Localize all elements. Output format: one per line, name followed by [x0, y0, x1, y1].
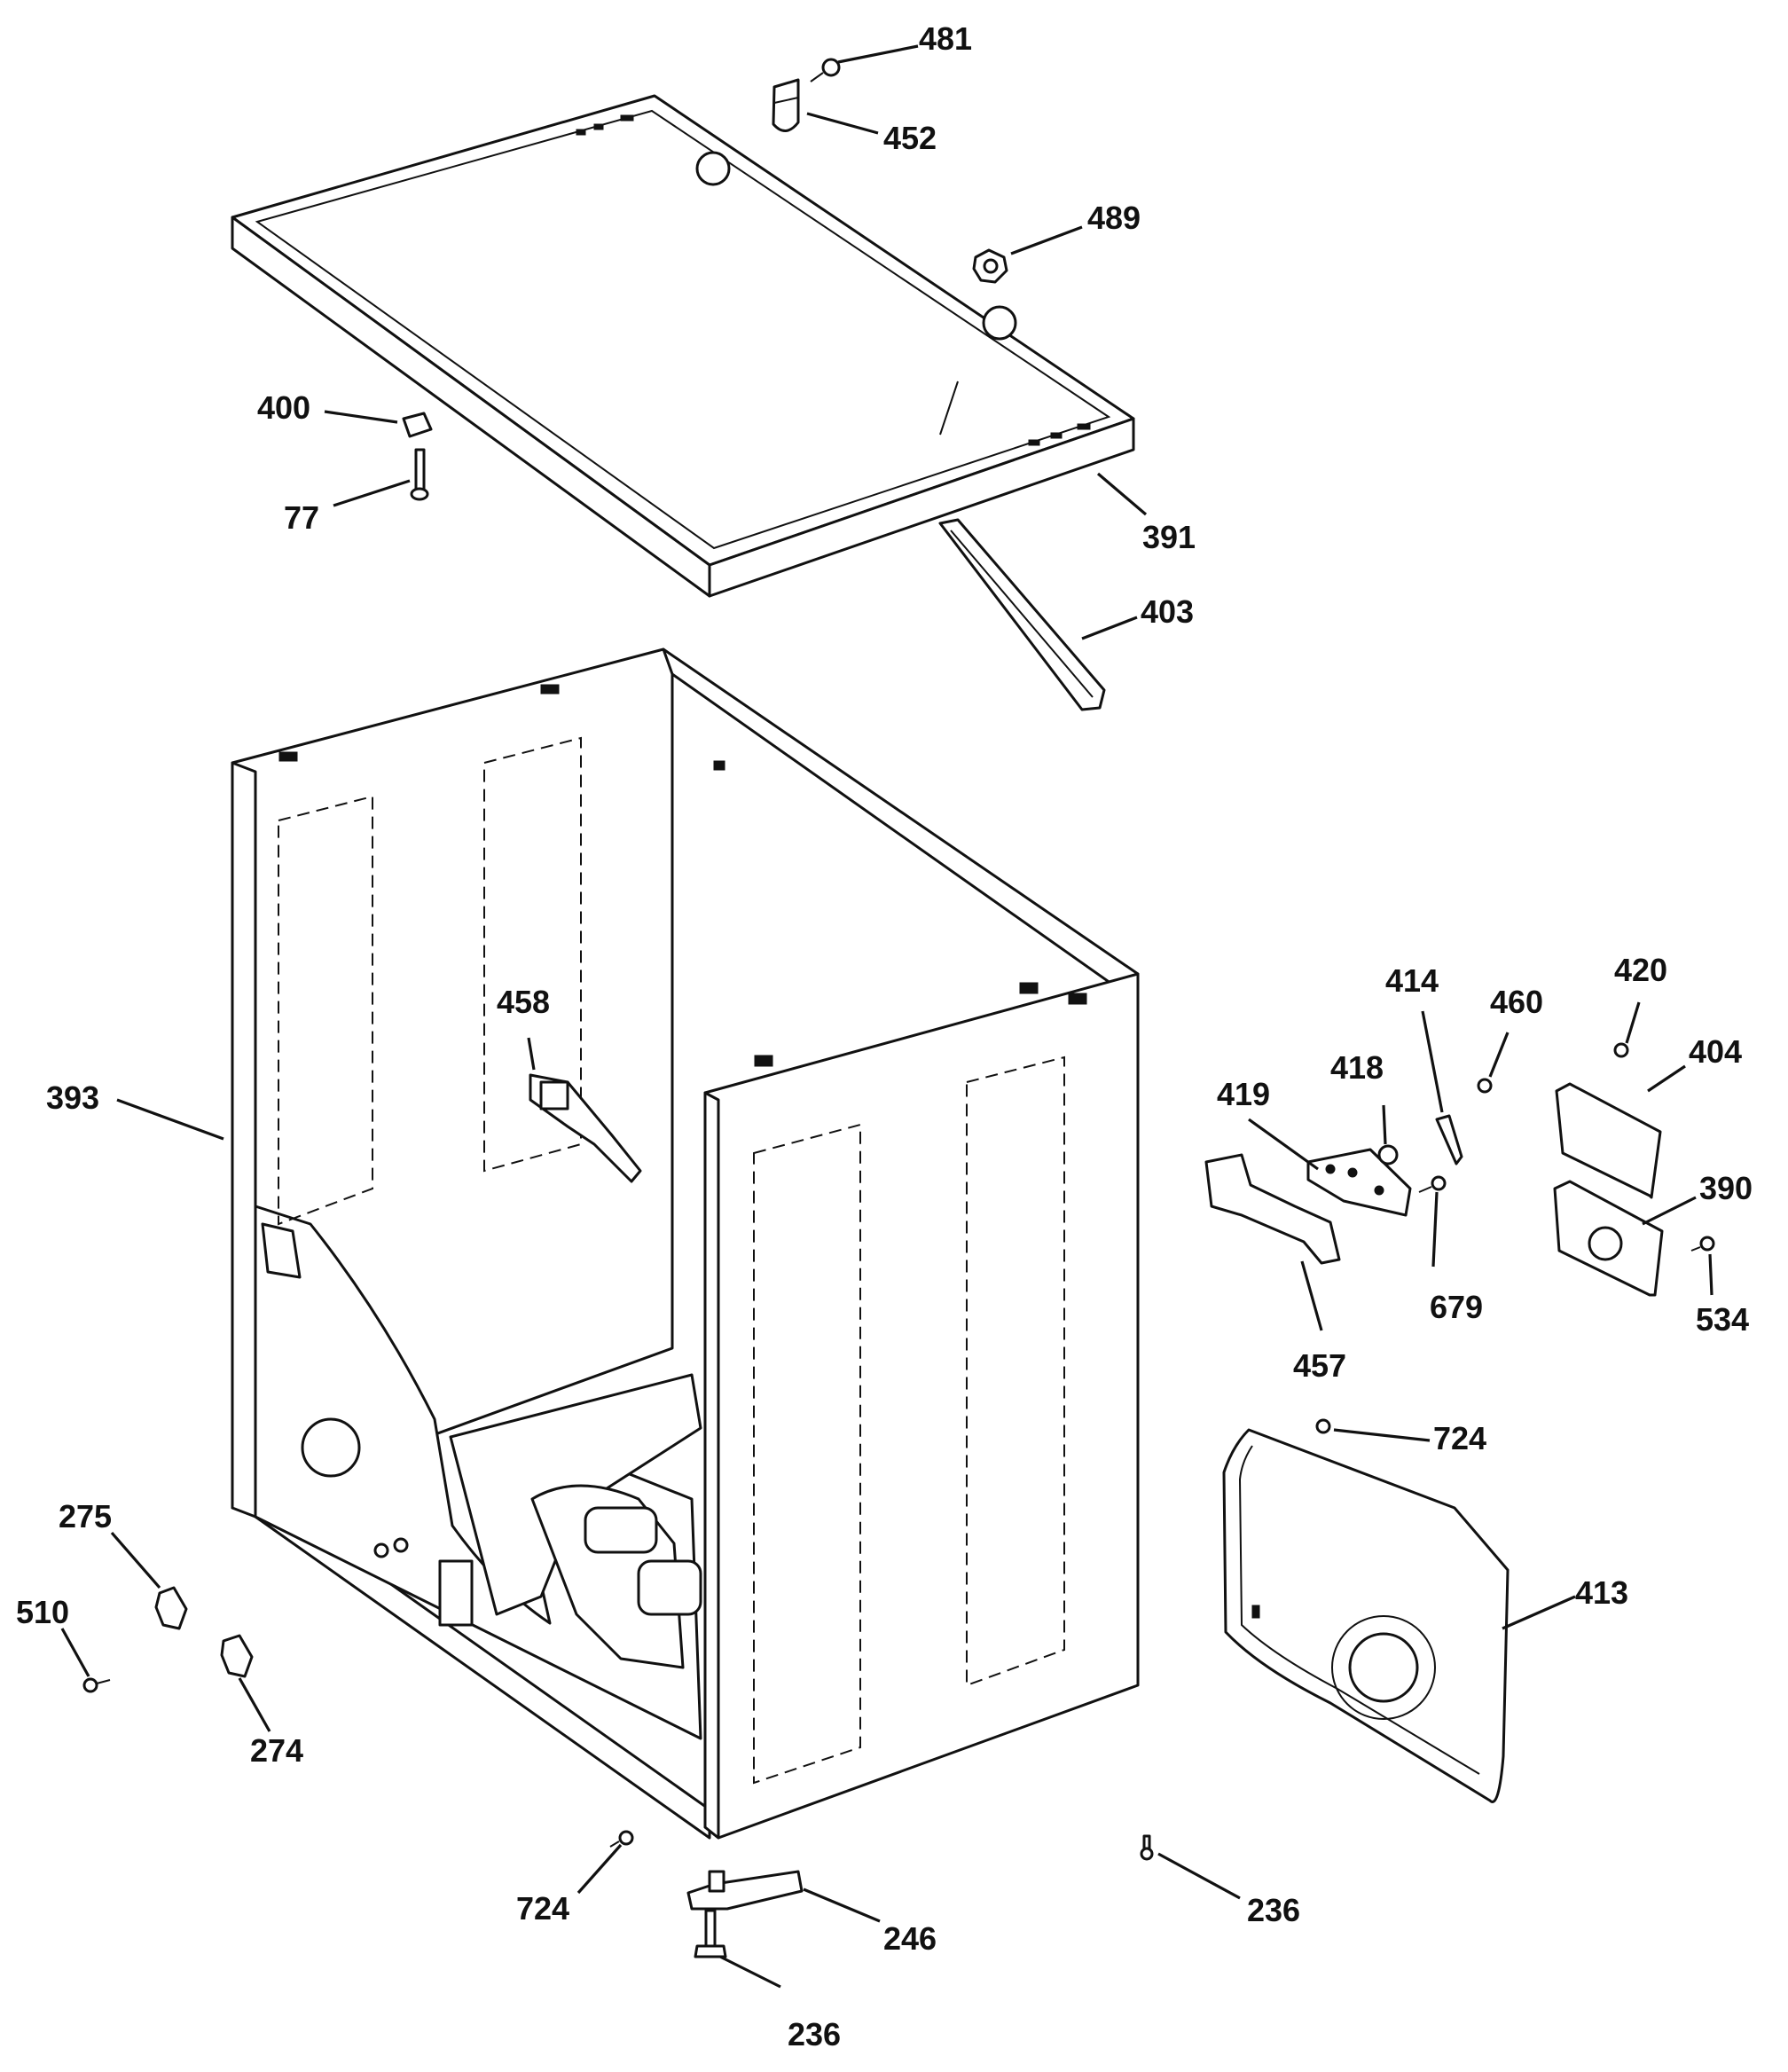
strap-414	[1435, 1114, 1463, 1166]
callout-404: 404	[1689, 1033, 1742, 1070]
bracket-458	[529, 1073, 642, 1183]
callout-679: 679	[1430, 1289, 1483, 1325]
clip-274	[220, 1634, 254, 1678]
callout-419: 419	[1217, 1076, 1270, 1112]
callout-390: 390	[1699, 1170, 1753, 1206]
callout-413: 413	[1575, 1574, 1628, 1611]
cabinet	[231, 648, 1140, 1840]
callout-labels: 481 452 489 400 77 391 403 458 393 414 4…	[16, 20, 1753, 2052]
star-nut-489	[972, 248, 1008, 284]
clip-275	[154, 1586, 188, 1630]
leader-lines	[60, 44, 1714, 1989]
callout-452: 452	[883, 120, 937, 156]
screw-724-bottom	[609, 1830, 634, 1848]
callout-510: 510	[16, 1594, 69, 1630]
screw-724-right	[1315, 1418, 1331, 1434]
hinge-clip-452	[772, 78, 800, 132]
rear-panel	[1222, 1428, 1510, 1803]
leveling-leg-236-center	[694, 1909, 727, 1958]
nut-418	[1377, 1144, 1399, 1166]
callout-77: 77	[284, 499, 319, 536]
clip-400	[402, 412, 433, 438]
terminal-block-419	[1306, 1148, 1412, 1217]
screw-236-right	[1140, 1834, 1154, 1861]
callout-393: 393	[46, 1079, 99, 1116]
screw-460	[1477, 1078, 1493, 1094]
callout-400: 400	[257, 389, 310, 426]
callout-391: 391	[1142, 519, 1196, 555]
callout-420: 420	[1614, 952, 1667, 988]
callout-246: 246	[883, 1920, 937, 1957]
callout-418: 418	[1330, 1049, 1384, 1086]
strap-403	[938, 518, 1106, 711]
callout-724-bottom: 724	[516, 1890, 569, 1927]
callout-458: 458	[497, 984, 550, 1020]
top-panel	[231, 94, 1135, 598]
screw-679	[1418, 1175, 1447, 1193]
callout-403: 403	[1141, 593, 1194, 630]
callout-275: 275	[59, 1498, 112, 1534]
callout-481: 481	[919, 20, 972, 57]
screw-420	[1613, 1042, 1629, 1058]
callout-274: 274	[250, 1732, 303, 1769]
callout-534: 534	[1696, 1301, 1749, 1338]
callout-724-right: 724	[1433, 1420, 1486, 1456]
callout-489: 489	[1087, 200, 1141, 236]
screw-534	[1690, 1236, 1715, 1252]
bracket-246	[686, 1870, 804, 1911]
callout-457: 457	[1293, 1347, 1346, 1384]
callout-236-center: 236	[788, 2016, 841, 2052]
screw-510	[82, 1677, 111, 1693]
callout-414: 414	[1385, 962, 1439, 999]
callout-236-right: 236	[1247, 1892, 1300, 1928]
plate-390	[1553, 1180, 1664, 1297]
callout-460: 460	[1490, 984, 1543, 1020]
screw-481	[810, 58, 841, 82]
bracket-457	[1204, 1153, 1341, 1265]
cover-plate-404	[1555, 1082, 1662, 1199]
screw-77	[410, 448, 429, 501]
